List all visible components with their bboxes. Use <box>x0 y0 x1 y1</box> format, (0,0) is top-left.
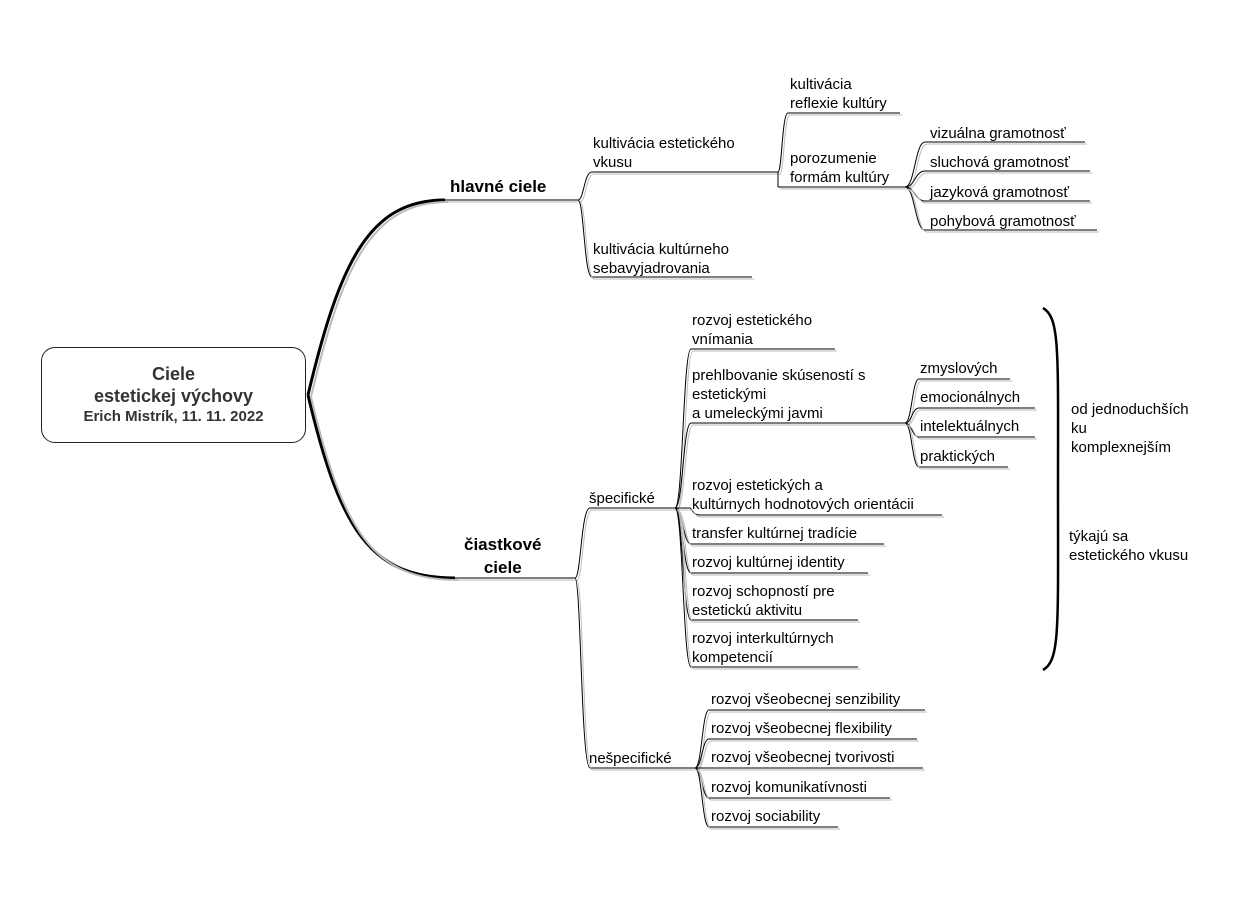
topic-hlavne-ciele[interactable]: hlavné ciele <box>450 177 547 196</box>
topic-ciastkove-ciele[interactable]: čiastkové ciele <box>464 535 542 577</box>
topic-nespecificke-item[interactable]: rozvoj všeobecnej tvorivosti <box>711 749 895 766</box>
branch-root-ciastkove <box>306 394 456 580</box>
topic-gramotnost[interactable]: sluchová gramotnosť <box>930 154 1070 171</box>
root-author: Erich Mistrík, 11. 11. 2022 <box>83 408 264 425</box>
root-title: Ciele <box>151 364 196 384</box>
branch-root-hlavne <box>306 198 446 396</box>
topic-gramotnost[interactable]: pohybová gramotnosť <box>930 213 1076 230</box>
note-vkusu[interactable]: týkajú sa estetického vkusu <box>1069 528 1189 564</box>
topic-specificke-item[interactable]: rozvoj interkultúrnych kompetencií <box>692 630 834 666</box>
topic-specificke-item[interactable]: rozvoj estetických a kultúrnych hodnotov… <box>692 477 914 513</box>
topic-skusenosti-item[interactable]: zmyslových <box>920 360 998 377</box>
topic-kultivacia-sebavyjadrovania[interactable]: kultivácia kultúrneho sebavyjadrovania <box>593 241 729 277</box>
branch-root-ciastkove-shadow <box>310 396 459 581</box>
branch-root-hlavne-shadow <box>310 201 449 398</box>
topic-nespecificke[interactable]: nešpecifické <box>589 750 672 767</box>
branch-vkus-reflexie <box>755 112 900 173</box>
topic-kultivacia-vkusu[interactable]: kultivácia estetického vkusu <box>593 135 735 171</box>
topic-skusenosti-item[interactable]: emocionálnych <box>920 389 1021 406</box>
topic-nespecificke-item[interactable]: rozvoj všeobecnej flexibility <box>711 720 892 737</box>
root-title-line2: estetickej výchovy <box>93 386 254 406</box>
branch-ciastkove-specificke <box>574 507 675 579</box>
topic-reflexie[interactable]: kultivácia reflexie kultúry <box>790 76 887 112</box>
topic-gramotnost[interactable]: vizuálna gramotnosť <box>930 125 1066 142</box>
topic-gramotnost[interactable]: jazyková gramotnosť <box>930 184 1070 201</box>
topic-specificke-item[interactable]: transfer kultúrnej tradície <box>692 525 858 542</box>
branch-hlavne-vkus <box>577 171 755 201</box>
topic-specificke-item[interactable]: rozvoj estetického vnímania <box>692 312 813 348</box>
topic-skusenosti-item[interactable]: intelektuálnych <box>920 418 1020 435</box>
right-bracket <box>1042 306 1060 672</box>
root-topic[interactable]: Ciele estetickej výchovy Erich Mistrík, … <box>41 347 306 443</box>
topic-nespecificke-item[interactable]: rozvoj všeobecnej senzibility <box>711 691 901 708</box>
topic-nespecificke-item[interactable]: rozvoj komunikatívnosti <box>711 779 867 796</box>
topic-porozumenie[interactable]: porozumenie formám kultúry <box>790 150 890 186</box>
topic-specificke-item[interactable]: rozvoj schopností pre estetickú aktivitu <box>692 583 835 619</box>
topic-nespecificke-item[interactable]: rozvoj sociability <box>711 808 821 825</box>
topic-specificke-item[interactable]: prehlbovanie skúseností s estetickými a … <box>692 367 866 422</box>
topic-specificke[interactable]: špecifické <box>589 490 655 507</box>
topic-specificke-item[interactable]: rozvoj kultúrnej identity <box>692 554 845 571</box>
note-jednoduchsich[interactable]: od jednoduchších ku komplexnejším <box>1071 401 1189 456</box>
branch-ciastkove-nespecificke <box>574 577 695 769</box>
topic-skusenosti-item[interactable]: praktických <box>920 448 996 465</box>
